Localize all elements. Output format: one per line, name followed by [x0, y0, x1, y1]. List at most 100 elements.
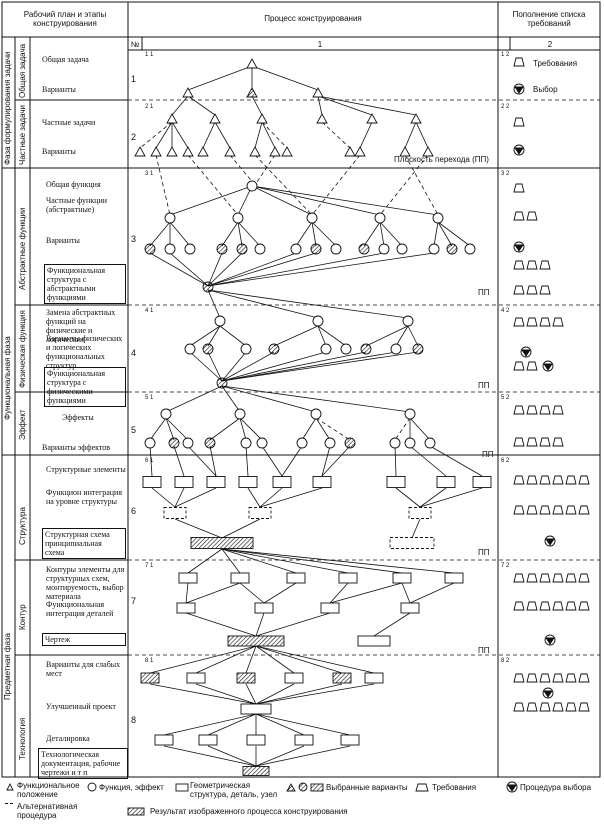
requirement-icon [513, 437, 525, 447]
structure-node [174, 476, 194, 488]
transition-plane-label: Плоскость перехода (ПП) [394, 155, 489, 164]
requirement-icon [513, 285, 525, 295]
req-label: Требования [533, 59, 578, 68]
structure-node [340, 734, 360, 746]
function-node [144, 437, 156, 449]
structure-node [246, 734, 266, 746]
legend-hatched-rect-icon [310, 783, 324, 792]
triangle-node [399, 146, 411, 157]
structure-node [142, 476, 162, 488]
legend-result: Результат изображенного процесса констру… [150, 807, 348, 816]
legend-rect-icon [175, 783, 189, 792]
requirement-icon [526, 601, 538, 611]
triangle-node [366, 113, 378, 124]
sub-label: 4 1 [145, 308, 154, 314]
requirement-icon [539, 285, 551, 295]
item-improved-project: Улучшенный проект [46, 702, 116, 711]
pp-label: ПП [478, 646, 490, 655]
requirement-icon [513, 260, 525, 270]
selection-triangle-icon [514, 86, 524, 94]
selected-function-node [344, 437, 356, 449]
req-sub: 8 2 [501, 658, 510, 664]
header-num: № [130, 40, 140, 49]
requirement-icon [539, 673, 551, 683]
function-node [240, 343, 252, 355]
selected-function-node [168, 437, 180, 449]
header-col1: 1 [317, 40, 323, 49]
structure-node [472, 476, 492, 488]
requirement-icon [539, 601, 551, 611]
function-node [389, 437, 401, 449]
requirement-icon [539, 505, 551, 515]
function-node [164, 212, 176, 224]
stage-structure: Структура [18, 507, 27, 545]
structure-node [230, 572, 250, 584]
requirement-icon [552, 317, 564, 327]
requirement-icon [565, 573, 577, 583]
structure-node [294, 734, 314, 746]
function-node [404, 408, 416, 420]
item-general-task: Общая задача [42, 55, 89, 64]
requirement-icon [552, 437, 564, 447]
requirement-icon [578, 475, 590, 485]
selected-structure-node [242, 766, 270, 776]
selection-triangle-icon [543, 363, 553, 371]
selected-structure-node [140, 672, 160, 684]
selected-function-node [358, 243, 370, 255]
selected-structure-node [236, 672, 256, 684]
function-node [404, 437, 416, 449]
header-col2: 2 [547, 40, 553, 49]
req-sub: 5 2 [501, 395, 510, 401]
req-sub: 1 2 [501, 52, 510, 58]
function-node [232, 212, 244, 224]
requirement-icon [526, 475, 538, 485]
requirement-icon [552, 405, 564, 415]
requirement-icon [565, 673, 577, 683]
requirement-icon [513, 505, 525, 515]
item-functional-integration: Функциональная интеграция деталей [46, 600, 114, 618]
function-node [184, 243, 196, 255]
function-node [428, 243, 440, 255]
requirement-icon [513, 601, 525, 611]
selected-function-node [268, 343, 280, 355]
triangle-node [166, 113, 178, 124]
requirement-icon [552, 505, 564, 515]
function-node [234, 408, 246, 420]
requirement-icon [526, 405, 538, 415]
triangle-node [281, 146, 293, 157]
stage-partial-tasks: Частные задачи [18, 105, 27, 165]
structure-node [436, 476, 456, 488]
requirement-icon [513, 702, 525, 712]
item-function-integration: Функцион интеграция на уровне структуры [46, 488, 123, 506]
function-node [374, 212, 386, 224]
selected-function-node [202, 343, 214, 355]
requirement-icon [565, 475, 577, 485]
selection-triangle-icon [545, 538, 555, 546]
structure-node [254, 602, 274, 614]
function-node [324, 437, 336, 449]
item-variants: Варианты [42, 147, 76, 156]
legend-result-icon [127, 807, 145, 816]
requirement-icon [578, 601, 590, 611]
function-node [320, 343, 332, 355]
function-node [402, 315, 414, 327]
sub-label: 3 1 [145, 171, 154, 177]
structure-node [198, 734, 218, 746]
requirement-icon [513, 57, 525, 67]
requirement-icon [552, 573, 564, 583]
selected-structure-node [332, 672, 352, 684]
requirement-icon [539, 317, 551, 327]
item-detailing: Деталировка [46, 734, 90, 743]
triangle-node [354, 146, 366, 157]
item-variants: Варианты [42, 85, 76, 94]
function-node [396, 243, 408, 255]
function-node [240, 437, 252, 449]
function-node [424, 437, 436, 449]
function-node [164, 243, 176, 255]
general-task-node [246, 58, 258, 69]
requirement-icon [565, 505, 577, 515]
triangle-node [269, 146, 281, 157]
structure-node [178, 572, 198, 584]
selected-structure-node [190, 537, 254, 549]
function-node [340, 343, 352, 355]
